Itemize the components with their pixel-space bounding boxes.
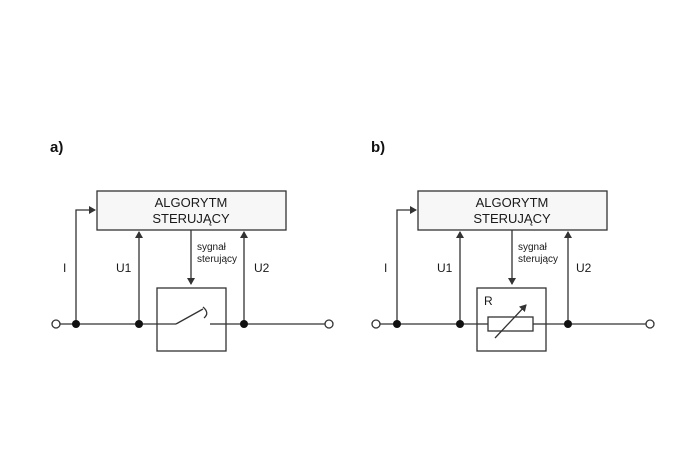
junction-dot-b1	[393, 320, 401, 328]
diagram-a: a) ALGORYTM STERUJĄCY I U1 U2 sygnał ste…	[50, 139, 334, 352]
u2-label-b: U2	[576, 261, 592, 275]
block-label-line1-b: ALGORYTM	[476, 195, 549, 210]
current-feedback-arrow-a	[75, 206, 96, 324]
panel-label-b: b)	[371, 139, 385, 156]
u1-label-a: U1	[116, 261, 132, 275]
switch-actuator-mark	[202, 306, 208, 319]
signal-label-line1-a: sygnał	[197, 242, 227, 253]
output-terminal-b	[645, 319, 655, 329]
variable-resistor-arrow	[494, 304, 527, 339]
block-label-line2-a: STERUJĄCY	[152, 211, 230, 226]
output-terminal-a	[324, 319, 334, 329]
junction-dot-a2	[135, 320, 143, 328]
signal-label-line2-b: sterujący	[518, 254, 558, 265]
input-terminal-a	[51, 319, 61, 329]
junction-dot-b2	[456, 320, 464, 328]
control-algorithm-block-a	[96, 190, 287, 231]
switch-blade	[175, 308, 204, 325]
junction-dot-b3	[564, 320, 572, 328]
switch-element-box	[156, 287, 227, 352]
current-label-b: I	[384, 261, 387, 275]
current-feedback-arrow-b	[396, 206, 417, 324]
signal-label-line1-b: sygnał	[518, 242, 548, 253]
u2-label-a: U2	[254, 261, 270, 275]
block-label-line1-a: ALGORYTM	[155, 195, 228, 210]
block-label-line2-b: STERUJĄCY	[473, 211, 551, 226]
signal-label-line2-a: sterujący	[197, 254, 237, 265]
u1-label-b: U1	[437, 261, 453, 275]
current-label-a: I	[63, 261, 66, 275]
panel-label-a: a)	[50, 139, 63, 156]
input-terminal-b	[371, 319, 381, 329]
diagram-b: b) ALGORYTM STERUJĄCY I U1 U2 sygnał ste…	[371, 139, 655, 352]
resistor-body	[487, 316, 534, 332]
resistor-label: R	[484, 294, 493, 308]
junction-dot-a3	[240, 320, 248, 328]
junction-dot-a1	[72, 320, 80, 328]
